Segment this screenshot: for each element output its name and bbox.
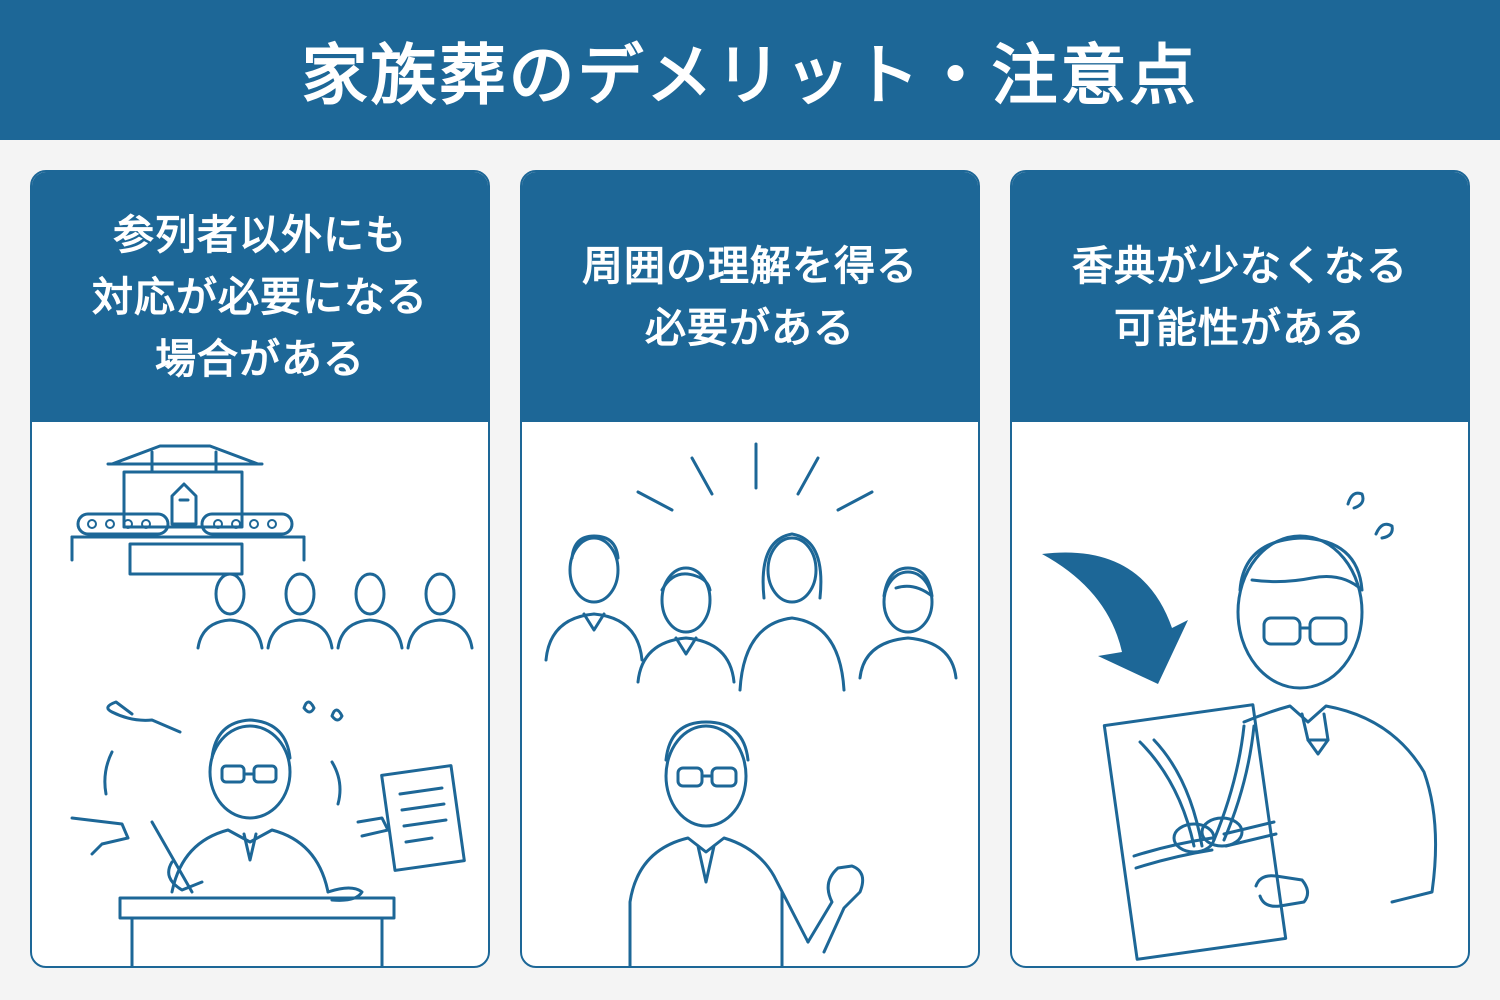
- card-title-line: 周囲の理解を得る: [582, 242, 918, 290]
- busy-man-funeral-icon: [32, 422, 488, 966]
- card-title-line: 参列者以外にも: [113, 211, 407, 259]
- presenter-icon: [628, 720, 865, 966]
- koden-envelope-icon: [1102, 703, 1309, 961]
- crowd-icon: [544, 532, 958, 692]
- card-title-line: 場合がある: [155, 335, 365, 383]
- card-title-line: 可能性がある: [1114, 304, 1366, 352]
- card-header: 周囲の理解を得る 必要がある: [522, 172, 978, 422]
- card-title-line: 香典が少なくなる: [1072, 242, 1408, 290]
- attendees-icon: [196, 572, 474, 650]
- card-title: 周囲の理解を得る 必要がある: [582, 235, 918, 359]
- busy-man-icon: [70, 700, 466, 966]
- card-less-koden: 香典が少なくなる 可能性がある: [1010, 170, 1470, 968]
- card-extra-responsibilities: 参列者以外にも 対応が必要になる 場合がある: [30, 170, 490, 968]
- emphasis-lines-icon: [636, 442, 874, 512]
- title-banner: 家族葬のデメリット・注意点: [0, 0, 1500, 140]
- card-title-line: 対応が必要になる: [92, 273, 428, 321]
- down-arrow-icon: [1042, 552, 1188, 684]
- sweat-drops-icon: [1346, 491, 1394, 540]
- card-header: 参列者以外にも 対応が必要になる 場合がある: [32, 172, 488, 422]
- people-explaining-icon: [522, 422, 978, 966]
- card-title-line: 必要がある: [645, 304, 855, 352]
- card-title: 香典が少なくなる 可能性がある: [1072, 235, 1408, 359]
- man-with-koden-envelope-icon: [1012, 422, 1468, 966]
- funeral-altar-icon: [70, 444, 306, 576]
- card-header: 香典が少なくなる 可能性がある: [1012, 172, 1468, 422]
- card-title: 参列者以外にも 対応が必要になる 場合がある: [92, 204, 428, 390]
- card-need-understanding: 周囲の理解を得る 必要がある: [520, 170, 980, 968]
- page-title: 家族葬のデメリット・注意点: [301, 37, 1199, 114]
- worried-man-icon: [1236, 534, 1438, 904]
